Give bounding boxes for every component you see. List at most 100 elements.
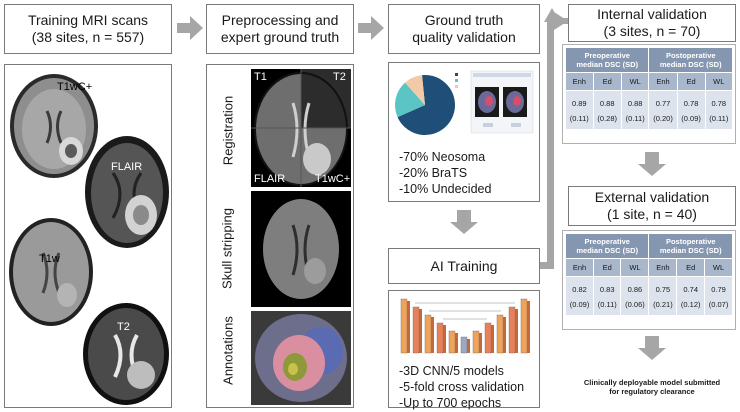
t1wc-mri-image bbox=[10, 74, 98, 178]
t2-scan-label: T2 bbox=[117, 321, 130, 333]
t1wc-scan-label: T1wC+ bbox=[57, 81, 93, 93]
ground-truth-header: Ground truth quality validation bbox=[388, 4, 540, 54]
external-median: 0.74 bbox=[676, 276, 706, 297]
external-subcol: Enh bbox=[564, 258, 595, 277]
internal-subcol: WL bbox=[620, 72, 650, 91]
ai-training-panel: -3D CNN/5 models -5-fold cross validatio… bbox=[388, 290, 540, 411]
internal-median: 0.78 bbox=[704, 90, 734, 111]
training-scans-header: Training MRI scans (38 sites, n = 557) bbox=[4, 4, 172, 54]
cnn-layer-side bbox=[407, 301, 410, 353]
cnn-layer-side bbox=[443, 325, 446, 353]
cnn-layer-side bbox=[455, 333, 458, 353]
bullet-brats: -20% BraTS bbox=[399, 166, 468, 180]
cnn-layer-block bbox=[496, 314, 504, 354]
external-subcol: Ed bbox=[676, 258, 706, 277]
ground-truth-bullets: -70% Neosoma -20% BraTS -10% Undecided bbox=[399, 149, 491, 197]
pie-slice-undecided bbox=[405, 75, 425, 105]
preprocessing-title-line2: expert ground truth bbox=[220, 29, 340, 45]
internal-median: 0.77 bbox=[648, 90, 678, 111]
external-sd: (0.12) bbox=[676, 297, 706, 315]
cnn-layer-side bbox=[431, 317, 434, 353]
internal-subcol: WL bbox=[704, 72, 734, 91]
cnn-layer-block bbox=[484, 322, 492, 354]
preprocessing-panel: Registration Skull stripping Annotations… bbox=[206, 64, 354, 408]
external-subcol: WL bbox=[704, 258, 733, 277]
bullet-cnn-models: -3D CNN/5 models bbox=[399, 364, 504, 378]
ground-truth-title-line1: Ground truth bbox=[424, 12, 504, 28]
t1w-mri-image bbox=[9, 218, 93, 326]
cnn-layer-block bbox=[472, 330, 480, 354]
pie-slice-brats bbox=[395, 82, 425, 118]
quadrant-t1wc-label: T1wC+ bbox=[315, 173, 351, 185]
flair-mri-image bbox=[85, 136, 169, 248]
ground-truth-title-line2: quality validation bbox=[412, 29, 516, 45]
external-subcol: Ed bbox=[593, 258, 622, 277]
quadrant-t2-label: T2 bbox=[333, 71, 346, 83]
internal-sd: (0.20) bbox=[648, 111, 678, 129]
skull-stripping-step-label: Skull stripping bbox=[219, 208, 235, 289]
external-median: 0.82 bbox=[564, 276, 595, 297]
arrow-down-icon bbox=[450, 210, 478, 234]
bullet-cross-validation: -5-fold cross validation bbox=[399, 380, 525, 394]
t1w-scan-label: T1w bbox=[39, 253, 60, 265]
cnn-layer-block bbox=[508, 306, 516, 354]
registration-step-label: Registration bbox=[220, 95, 236, 166]
registration-image bbox=[251, 69, 351, 187]
arrow-down-icon bbox=[638, 152, 666, 176]
ground-truth-pie-chart bbox=[393, 67, 537, 141]
preprocessing-title-line1: Preprocessing and bbox=[221, 12, 339, 28]
flair-scan-label: FLAIR bbox=[111, 161, 143, 173]
cnn-layer-side bbox=[515, 309, 518, 353]
training-scans-title-line2: (38 sites, n = 557) bbox=[31, 29, 145, 45]
training-scans-panel: T1wC+ FLAIR T1w T2 bbox=[4, 64, 172, 408]
cnn-layer-side bbox=[527, 301, 530, 353]
cnn-layer-side bbox=[479, 333, 482, 353]
external-median: 0.75 bbox=[648, 276, 678, 297]
external-subcol: WL bbox=[620, 258, 650, 277]
internal-validation-header: Internal validation (3 sites, n = 70) bbox=[568, 4, 736, 42]
external-median: 0.83 bbox=[593, 276, 622, 297]
internal-title-line1: Internal validation bbox=[597, 6, 707, 22]
external-sd: (0.09) bbox=[564, 297, 595, 315]
cnn-layer-block bbox=[520, 298, 528, 354]
cnn-layer-block bbox=[412, 306, 420, 354]
internal-subcol: Ed bbox=[592, 72, 622, 91]
internal-subcol: Enh bbox=[648, 72, 678, 91]
cnn-layer-side bbox=[503, 317, 506, 353]
training-scans-title-line1: Training MRI scans bbox=[27, 12, 149, 28]
final-outcome-line1: Clinically deployable model submitted bbox=[583, 378, 721, 387]
external-sd: (0.06) bbox=[620, 297, 650, 315]
annotations-image bbox=[251, 311, 351, 405]
external-sd: (0.21) bbox=[648, 297, 678, 315]
bullet-undecided: -10% Undecided bbox=[399, 182, 492, 196]
cnn-architecture-diagram bbox=[397, 295, 533, 357]
internal-title-line2: (3 sites, n = 70) bbox=[603, 23, 701, 39]
cnn-layer-block bbox=[448, 330, 456, 354]
arrow-down-icon bbox=[638, 336, 666, 360]
internal-sd: (0.11) bbox=[565, 111, 594, 129]
internal-sd: (0.11) bbox=[704, 111, 734, 129]
external-sd: (0.11) bbox=[593, 297, 622, 315]
external-validation-header: External validation (1 site, n = 40) bbox=[568, 186, 736, 226]
external-subcol: Enh bbox=[648, 258, 678, 277]
skull-stripping-image bbox=[251, 191, 351, 307]
pie-slice-neosoma bbox=[397, 75, 455, 135]
cnn-layer-side bbox=[419, 309, 422, 353]
cnn-layer-side bbox=[491, 325, 494, 353]
bullet-neosoma: -70% Neosoma bbox=[399, 150, 486, 164]
arrow-right-icon bbox=[177, 16, 203, 40]
ai-training-bullets: -3D CNN/5 models -5-fold cross validatio… bbox=[399, 363, 524, 411]
cnn-layer-block bbox=[424, 314, 432, 354]
external-median: 0.86 bbox=[620, 276, 650, 297]
t2-mri-image bbox=[83, 303, 169, 405]
external-median: 0.79 bbox=[704, 276, 733, 297]
internal-median: 0.88 bbox=[592, 90, 622, 111]
internal-subcol: Ed bbox=[676, 72, 706, 91]
